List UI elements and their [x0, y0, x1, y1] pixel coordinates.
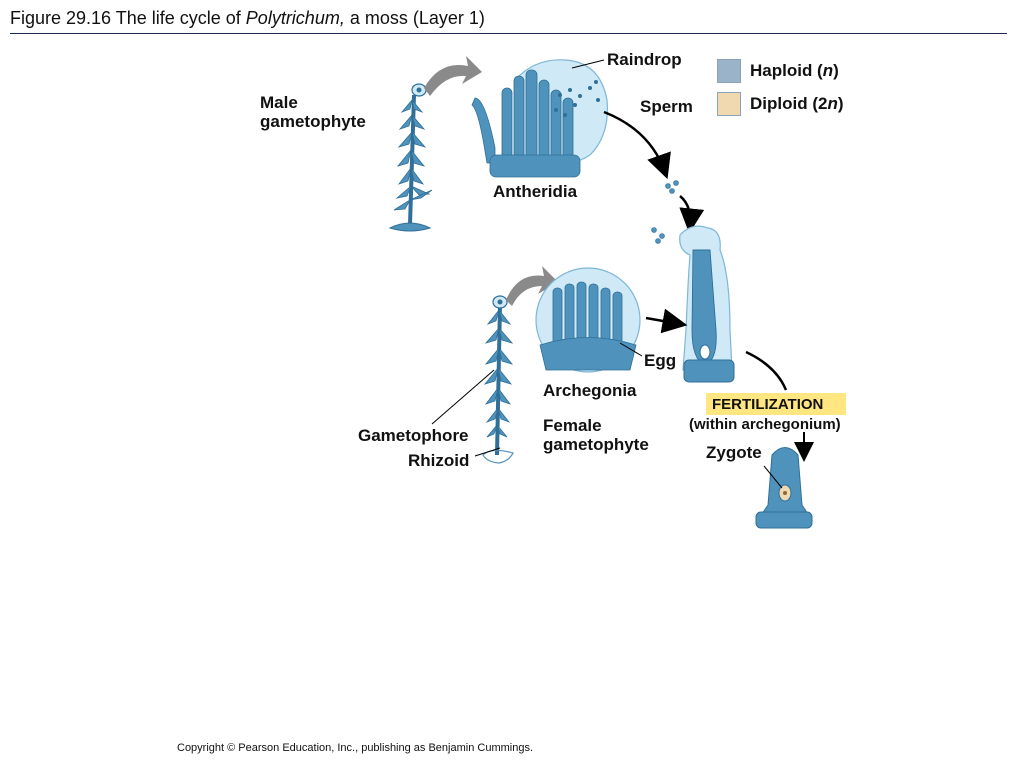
male-gametophyte-illustration: [388, 83, 433, 232]
diploid-swatch: [717, 92, 741, 116]
gametophore-leader: [431, 369, 495, 425]
haploid-swatch: [717, 59, 741, 83]
antheridia-label: Antheridia: [493, 182, 578, 201]
rhizoid-label: Rhizoid: [408, 451, 470, 470]
within-archegonium-label: (within archegonium): [689, 416, 841, 433]
sperm-arrow-2: [679, 195, 705, 234]
title-prefix: Figure 29.16 The life cycle of: [10, 8, 246, 28]
archegonia-to-archegonium-arrow: [645, 308, 688, 334]
fertilization-arrow: [745, 350, 788, 391]
gametophore-label: Gametophore: [358, 426, 469, 445]
raindrop-label: Raindrop: [607, 50, 682, 69]
haploid-label: Haploid (n): [750, 61, 839, 80]
archegonia-label: Archegonia: [543, 381, 637, 400]
antheridia-raindrop-illustration: [471, 59, 608, 178]
zygote-label: Zygote: [706, 443, 762, 462]
fertilization-label: FERTILIZATION: [712, 396, 824, 413]
egg-leader: [619, 342, 643, 357]
title-suffix: a moss (Layer 1): [344, 8, 485, 28]
archegonia-circle-illustration: [535, 267, 641, 373]
copyright-notice: Copyright © Pearson Education, Inc., pub…: [177, 742, 534, 754]
egg-label: Egg: [644, 351, 677, 370]
magnify-arrow-female: [506, 266, 558, 306]
rhizoid-leader: [474, 447, 501, 457]
magnify-arrow-male: [424, 56, 482, 96]
sperm-label: Sperm: [640, 97, 693, 116]
zygote-leader: [763, 465, 783, 489]
title-italic: Polytrichum,: [245, 8, 345, 28]
female-gametophyte-illustration: [482, 295, 514, 464]
sperm-arrow-1: [603, 110, 671, 180]
diploid-label: Diploid (2n): [750, 94, 844, 113]
fertilization-highlight: [706, 393, 846, 415]
zygote-illustration: [755, 447, 813, 529]
archegonium-illustration: [679, 225, 735, 383]
title-rule: [10, 33, 1007, 34]
figure-title: Figure 29.16 The life cycle of Polytrich…: [10, 8, 485, 29]
raindrop-leader: [571, 59, 605, 69]
